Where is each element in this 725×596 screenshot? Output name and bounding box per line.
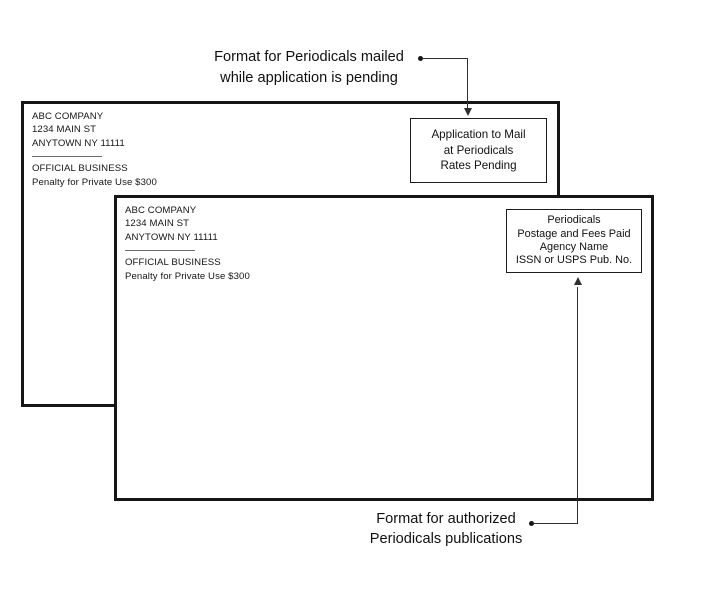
address-company: ABC COMPANY — [32, 111, 104, 122]
authorized-imprint-line4: ISSN or USPS Pub. No. — [515, 254, 633, 267]
pending-imprint-line1: Application to Mail — [431, 128, 526, 142]
pending-imprint-line3: Rates Pending — [440, 159, 517, 173]
address-separator — [125, 250, 195, 252]
caption-authorized-line2: Periodicals publications — [369, 530, 523, 547]
address-city: ANYTOWN NY 11111 — [32, 137, 125, 149]
arrow-up-icon — [573, 277, 582, 285]
authorized-imprint-line1: Periodicals — [547, 214, 601, 227]
address-city: ANYTOWN NY 11111 — [125, 231, 218, 243]
address-official: OFFICIAL BUSINESS — [32, 163, 128, 175]
return-address-pending: ABC COMPANY 1234 MAIN ST ANYTOWN NY 1111… — [32, 110, 157, 189]
caption-pending-line2: while application is pending — [220, 69, 398, 86]
bullet-dot — [529, 521, 534, 526]
address-street: 1234 MAIN ST — [125, 218, 190, 230]
address-penalty: Penalty for Private Use $300 — [125, 270, 250, 282]
connector-line-horizontal — [422, 57, 468, 59]
authorized-imprint-line2: Postage and Fees Paid — [517, 227, 631, 240]
connector-line-vertical — [577, 287, 579, 523]
authorized-envelope: ABC COMPANY 1234 MAIN ST ANYTOWN NY 1111… — [114, 195, 654, 501]
address-official: OFFICIAL BUSINESS — [125, 257, 221, 269]
connector-line-horizontal — [534, 522, 578, 524]
caption-authorized-format: Format for authorized Periodicals public… — [332, 510, 560, 549]
address-company: ABC COMPANY — [125, 205, 197, 216]
caption-pending-format: Format for Periodicals mailed while appl… — [189, 47, 429, 88]
caption-pending-line1: Format for Periodicals mailed — [214, 49, 404, 65]
return-address-authorized: ABC COMPANY 1234 MAIN ST ANYTOWN NY 1111… — [125, 204, 250, 283]
address-penalty: Penalty for Private Use $300 — [32, 176, 157, 188]
bullet-dot — [418, 56, 423, 61]
caption-authorized-line1: Format for authorized — [376, 511, 516, 527]
authorized-imprint-box: Periodicals Postage and Fees Paid Agency… — [506, 209, 642, 273]
pending-imprint-box: Application to Mail at Periodicals Rates… — [410, 118, 547, 183]
pending-imprint-line2: at Periodicals — [443, 143, 514, 157]
authorized-imprint-line3: Agency Name — [539, 241, 609, 253]
address-separator — [32, 156, 102, 158]
address-street: 1234 MAIN ST — [32, 124, 97, 136]
connector-line-vertical — [466, 58, 469, 109]
arrow-down-icon — [463, 107, 472, 116]
